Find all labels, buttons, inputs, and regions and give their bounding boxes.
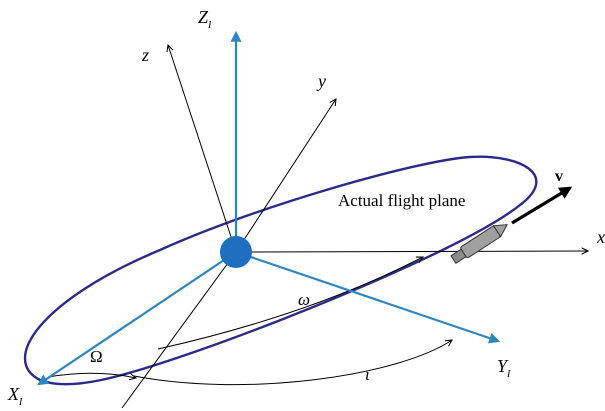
spacecraft <box>450 224 509 264</box>
angle-arcs <box>47 257 452 386</box>
label-x: x <box>596 227 605 247</box>
label-actual-flight-plane: Actual flight plane <box>338 191 465 210</box>
x-body-axis <box>235 251 588 252</box>
body-axes <box>121 45 588 409</box>
label-Omega: Ω <box>90 347 103 366</box>
label-X: XI <box>7 384 23 408</box>
iota-arc <box>133 340 452 386</box>
Omega-arc <box>47 372 136 378</box>
Y-inertial-axis <box>235 250 501 344</box>
y-body-axis <box>235 99 336 253</box>
label-y: y <box>316 71 326 91</box>
label-z: z <box>141 45 149 65</box>
label-v: v <box>555 168 563 185</box>
z-body-axis <box>168 45 237 253</box>
X-inertial-axis <box>37 251 237 386</box>
label-omega: ω <box>298 290 310 309</box>
line-of-nodes <box>121 251 237 409</box>
orbit-ellipse <box>23 155 538 386</box>
omega-arc <box>157 257 423 350</box>
label-Y: YI <box>497 356 511 380</box>
label-Z: ZI <box>198 7 212 31</box>
inertial-axes <box>37 30 501 386</box>
velocity-arrow <box>511 186 573 225</box>
label-iota: ι <box>365 365 370 384</box>
central-body <box>220 236 252 268</box>
